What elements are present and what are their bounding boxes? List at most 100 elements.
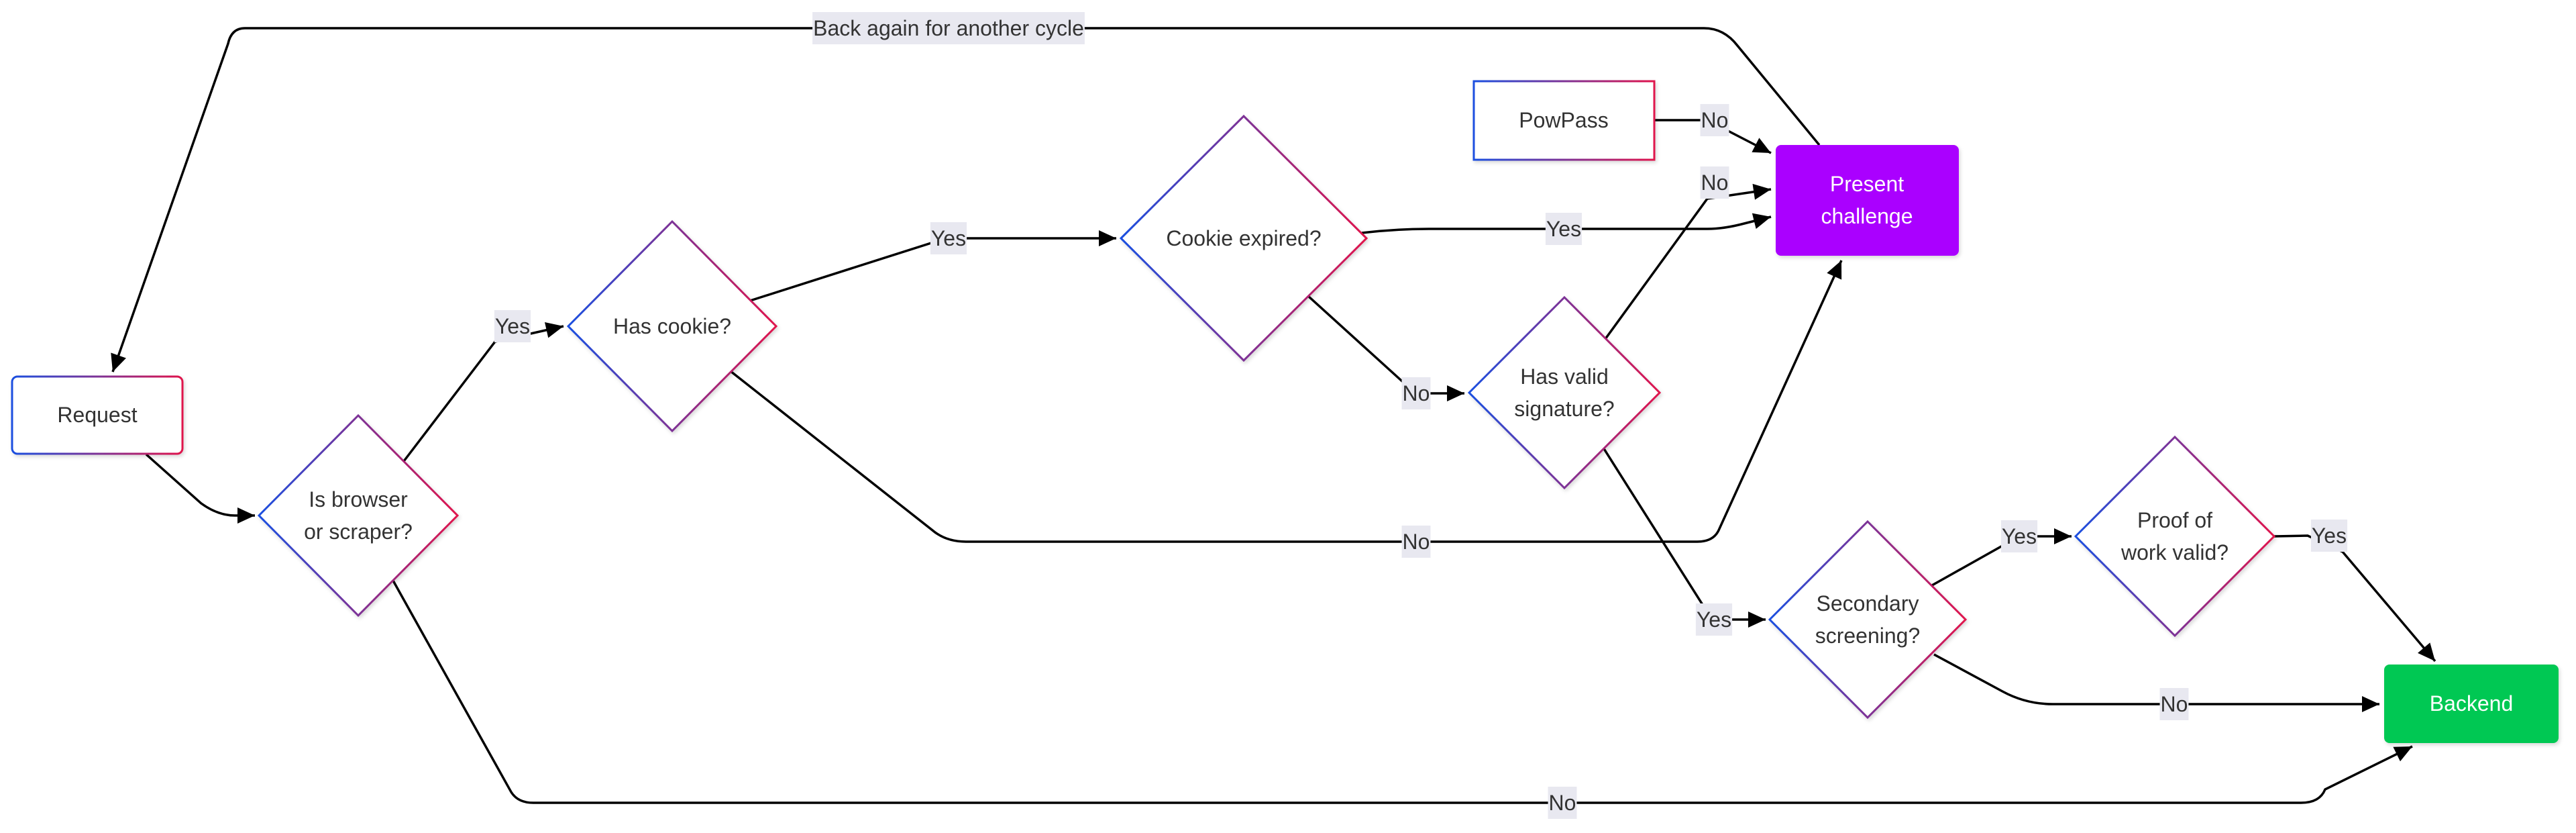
edge-label-text: No (2161, 692, 2188, 716)
edge-signature-challenge (1604, 188, 1772, 340)
arrowhead-icon (1748, 611, 1766, 628)
decision-diamond (1768, 520, 1968, 720)
terminal-box (1776, 145, 1959, 256)
edge-browser-cookie (402, 325, 564, 462)
node-label: challenge (1821, 204, 1913, 228)
edge-label-challenge-request: Back again for another cycle (812, 12, 1085, 44)
arrowhead-icon (111, 352, 126, 372)
edge-expired-signature (1307, 295, 1464, 395)
edge-expired-challenge (1361, 215, 1772, 234)
edge-label-text: No (1403, 381, 1430, 405)
node-request[interactable]: Request (11, 375, 184, 455)
node-secondary[interactable]: Secondary screening? (1768, 520, 1968, 720)
edge-label-background (1401, 526, 1431, 558)
edge-label-expired-challenge: Yes (1545, 213, 1582, 245)
edge-label-text: Yes (2312, 524, 2347, 548)
arrowhead-icon (1099, 230, 1116, 246)
edge-label-text: No (1549, 791, 1576, 815)
edge-label-text: Yes (1697, 607, 1731, 632)
edge-label-background (2000, 520, 2038, 552)
arrowhead-icon (2393, 746, 2412, 762)
node-label: Is browser (309, 487, 408, 511)
node-label: Request (57, 403, 137, 427)
edge-signature-secondary (1602, 447, 1766, 621)
node-label: Backend (2430, 691, 2514, 716)
decision-diamond (1467, 295, 1662, 490)
edge-label-expired-signature: No (1401, 377, 1431, 409)
edge-label-background (494, 310, 531, 342)
edge-label-background (1548, 787, 1577, 819)
node-browser[interactable]: Is browser or scraper? (257, 413, 460, 618)
edge-label-browser-backend: No (1548, 787, 1577, 819)
arrowhead-icon (237, 507, 255, 524)
edge-label-background (1700, 166, 1729, 199)
edge-label-browser-cookie: Yes (494, 310, 531, 342)
node-label: work valid? (2121, 540, 2229, 565)
edge-pow-backend (2273, 534, 2436, 663)
edge-label-secondary-backend: No (2159, 688, 2189, 720)
node-backend[interactable]: Backend (2384, 665, 2559, 743)
node-challenge[interactable]: Present challenge (1776, 145, 1959, 256)
node-label: signature? (1514, 397, 1614, 421)
edge-browser-backend (392, 580, 2413, 804)
edge-label-background (1545, 213, 1582, 245)
process-box (11, 375, 184, 455)
arrowhead-icon (2362, 696, 2379, 712)
edge-cookie-challenge (729, 260, 1843, 543)
terminal-box (2384, 665, 2559, 743)
decision-diamond (2074, 435, 2276, 638)
node-label: PowPass (1519, 108, 1608, 132)
arrowhead-icon (2418, 642, 2435, 661)
node-label: Proof of (2137, 508, 2212, 532)
edge-secondary-backend (1933, 653, 2379, 705)
node-label: screening? (1815, 624, 1921, 648)
node-label: Secondary (1817, 591, 1919, 616)
edge-label-text: No (1701, 108, 1729, 132)
edge-label-text: Yes (2002, 524, 2037, 548)
edge-label-background (1401, 377, 1431, 409)
edge-label-signature-secondary: Yes (1695, 603, 1733, 636)
edge-label-signature-challenge: No (1700, 166, 1729, 199)
node-label: Cookie expired? (1166, 226, 1321, 250)
edge-label-background (2159, 688, 2189, 720)
edge-label-pow-backend: Yes (2310, 520, 2348, 552)
node-pow[interactable]: Proof of work valid? (2074, 435, 2276, 638)
edge-label-powpass-challenge: No (1700, 104, 1729, 136)
node-label: Present (1830, 172, 1904, 196)
decision-diamond (566, 219, 778, 433)
edge-label-secondary-pow: Yes (2000, 520, 2038, 552)
edge-label-text: Yes (931, 226, 966, 250)
arrowhead-icon (2054, 528, 2072, 544)
node-signature[interactable]: Has valid signature? (1467, 295, 1662, 490)
edge-label-cookie-expired: Yes (930, 222, 967, 254)
edge-label-text: Yes (495, 314, 530, 338)
edge-label-background (930, 222, 967, 254)
edge-label-text: Back again for another cycle (813, 16, 1084, 40)
node-powpass[interactable]: PowPass (1472, 80, 1656, 161)
edge-label-background (1700, 104, 1729, 136)
decision-diamond (1119, 114, 1368, 362)
edge-label-cookie-challenge: No (1401, 526, 1431, 558)
edge-request-browser (145, 453, 255, 517)
process-box (1472, 80, 1656, 161)
node-label: Has valid (1520, 364, 1609, 389)
node-label: or scraper? (304, 520, 413, 544)
node-label: Has cookie? (613, 314, 731, 338)
arrowhead-icon (1752, 138, 1771, 153)
arrowhead-icon (544, 322, 564, 338)
arrowhead-icon (1752, 213, 1771, 229)
arrowhead-icon (1447, 385, 1464, 401)
edge-label-background (812, 12, 1085, 44)
edge-label-text: Yes (1546, 217, 1581, 241)
decision-diamond (257, 413, 460, 618)
node-cookie[interactable]: Has cookie? (566, 219, 778, 433)
arrowhead-icon (1752, 183, 1771, 200)
edge-label-background (1695, 603, 1733, 636)
edge-label-text: No (1403, 530, 1430, 554)
edge-label-text: No (1701, 170, 1729, 195)
edge-label-background (2310, 520, 2348, 552)
node-expired[interactable]: Cookie expired? (1119, 114, 1368, 362)
nodes: Request Is browser or scraper? Has cookie? C… (11, 80, 2559, 743)
